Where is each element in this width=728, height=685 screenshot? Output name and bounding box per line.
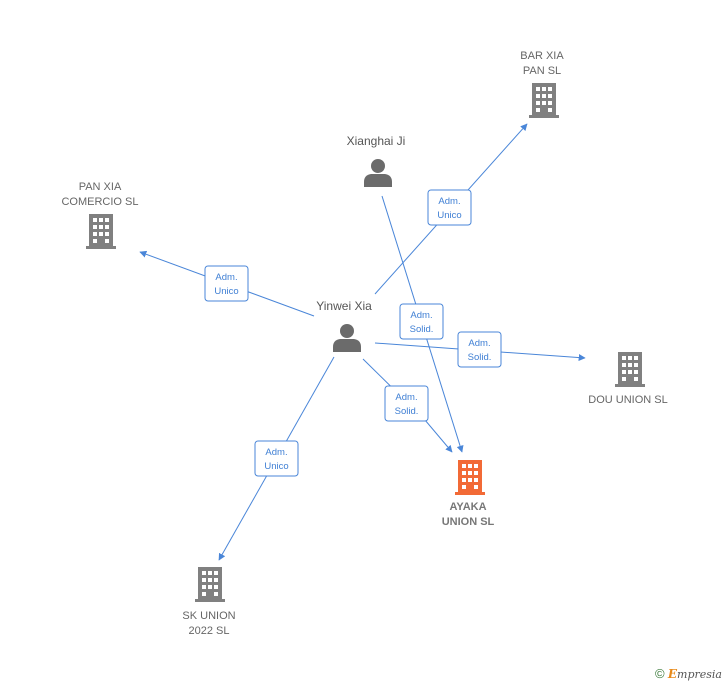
svg-text:Adm.: Adm. bbox=[410, 310, 432, 321]
brand-logo-initial: E bbox=[667, 667, 678, 681]
building-icon bbox=[615, 352, 645, 387]
building-icon bbox=[86, 214, 116, 249]
person-icon bbox=[333, 324, 361, 352]
svg-text:Yinwei Xia: Yinwei Xia bbox=[316, 299, 372, 313]
edges-layer bbox=[139, 123, 586, 561]
svg-text:Adm.: Adm. bbox=[395, 392, 417, 403]
building-icon bbox=[455, 460, 485, 495]
svg-text:Adm.: Adm. bbox=[215, 272, 237, 283]
svg-text:Adm.: Adm. bbox=[468, 338, 490, 349]
svg-text:COMERCIO SL: COMERCIO SL bbox=[61, 196, 138, 208]
brand-credit[interactable]: © Empresia bbox=[655, 666, 722, 681]
svg-text:PAN SL: PAN SL bbox=[523, 65, 561, 77]
svg-text:AYAKA: AYAKA bbox=[449, 501, 486, 513]
svg-text:Xianghai Ji: Xianghai Ji bbox=[347, 134, 406, 148]
node-sk-union[interactable]: SK UNION 2022 SL bbox=[182, 567, 236, 637]
svg-text:UNION SL: UNION SL bbox=[442, 516, 495, 528]
svg-text:Adm.: Adm. bbox=[438, 196, 460, 207]
node-bar-xia[interactable]: BAR XIA PAN SL bbox=[520, 50, 564, 118]
edge-tag-bar-xia[interactable]: Adm. Unico bbox=[427, 189, 472, 226]
copyright-symbol: © bbox=[654, 666, 665, 681]
edge-tag-pan-xia[interactable]: Adm. Unico bbox=[204, 265, 249, 302]
svg-text:Solid.: Solid. bbox=[468, 352, 492, 363]
svg-text:Adm.: Adm. bbox=[265, 447, 287, 458]
edge-tag-dou-union[interactable]: Adm. Solid. bbox=[457, 331, 502, 368]
svg-text:DOU UNION SL: DOU UNION SL bbox=[588, 394, 667, 406]
building-icon bbox=[529, 83, 559, 118]
svg-text:Unico: Unico bbox=[214, 286, 238, 297]
svg-text:SK UNION: SK UNION bbox=[182, 610, 235, 622]
svg-text:2022 SL: 2022 SL bbox=[189, 625, 230, 637]
node-pan-xia[interactable]: PAN XIA COMERCIO SL bbox=[61, 181, 139, 249]
svg-text:BAR XIA: BAR XIA bbox=[520, 50, 564, 62]
node-xianghai-ji[interactable]: Xianghai Ji bbox=[347, 134, 406, 187]
svg-text:Solid.: Solid. bbox=[395, 406, 419, 417]
edge-tag-yinwei-ayaka[interactable]: Adm. Solid. bbox=[384, 385, 429, 422]
svg-text:Unico: Unico bbox=[264, 461, 288, 472]
edge-tag-xianghai-ayaka[interactable]: Adm. Solid. bbox=[399, 303, 444, 340]
node-ayaka[interactable]: AYAKA UNION SL bbox=[442, 460, 495, 528]
brand-name: mpresia bbox=[677, 668, 722, 681]
node-yinwei-xia[interactable]: Yinwei Xia bbox=[316, 299, 372, 352]
svg-text:Unico: Unico bbox=[437, 210, 461, 221]
svg-text:Solid.: Solid. bbox=[410, 324, 434, 335]
edge-tag-sk-union[interactable]: Adm. Unico bbox=[254, 440, 299, 477]
svg-text:PAN XIA: PAN XIA bbox=[79, 181, 122, 193]
node-dou-union[interactable]: DOU UNION SL bbox=[588, 352, 668, 406]
person-icon bbox=[364, 159, 392, 187]
building-icon bbox=[195, 567, 225, 602]
